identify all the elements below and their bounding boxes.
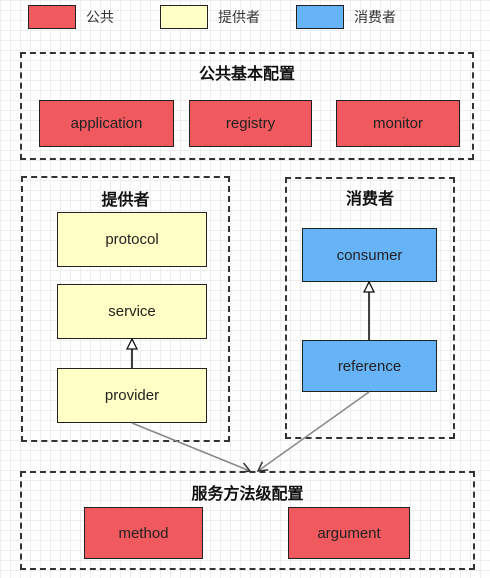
node-reference[interactable]: reference [302,340,437,392]
consumer-group: 消费者 [285,177,455,439]
method-config-title: 服务方法级配置 [191,486,304,503]
legend-label-provider: 提供者 [218,9,260,25]
legend-swatch-provider [160,5,208,29]
node-monitor[interactable]: monitor [336,100,460,147]
node-protocol[interactable]: protocol [57,212,207,267]
node-argument[interactable]: argument [288,507,410,559]
node-provider[interactable]: provider [57,368,207,423]
node-method[interactable]: method [84,507,203,559]
node-consumer[interactable]: consumer [302,228,437,282]
node-service[interactable]: service [57,284,207,339]
legend-swatch-common [28,5,76,29]
consumer-group-title: 消费者 [345,191,394,208]
legend-swatch-consumer [296,5,344,29]
common-config-title: 公共基本配置 [198,66,295,83]
legend-label-common: 公共 [86,9,114,25]
common-config-group: 公共基本配置 [20,52,474,160]
node-application[interactable]: application [39,100,174,147]
provider-group-title: 提供者 [101,192,150,209]
node-registry[interactable]: registry [189,100,312,147]
legend-label-consumer: 消费者 [354,9,396,25]
provider-group: 提供者 [21,176,230,442]
